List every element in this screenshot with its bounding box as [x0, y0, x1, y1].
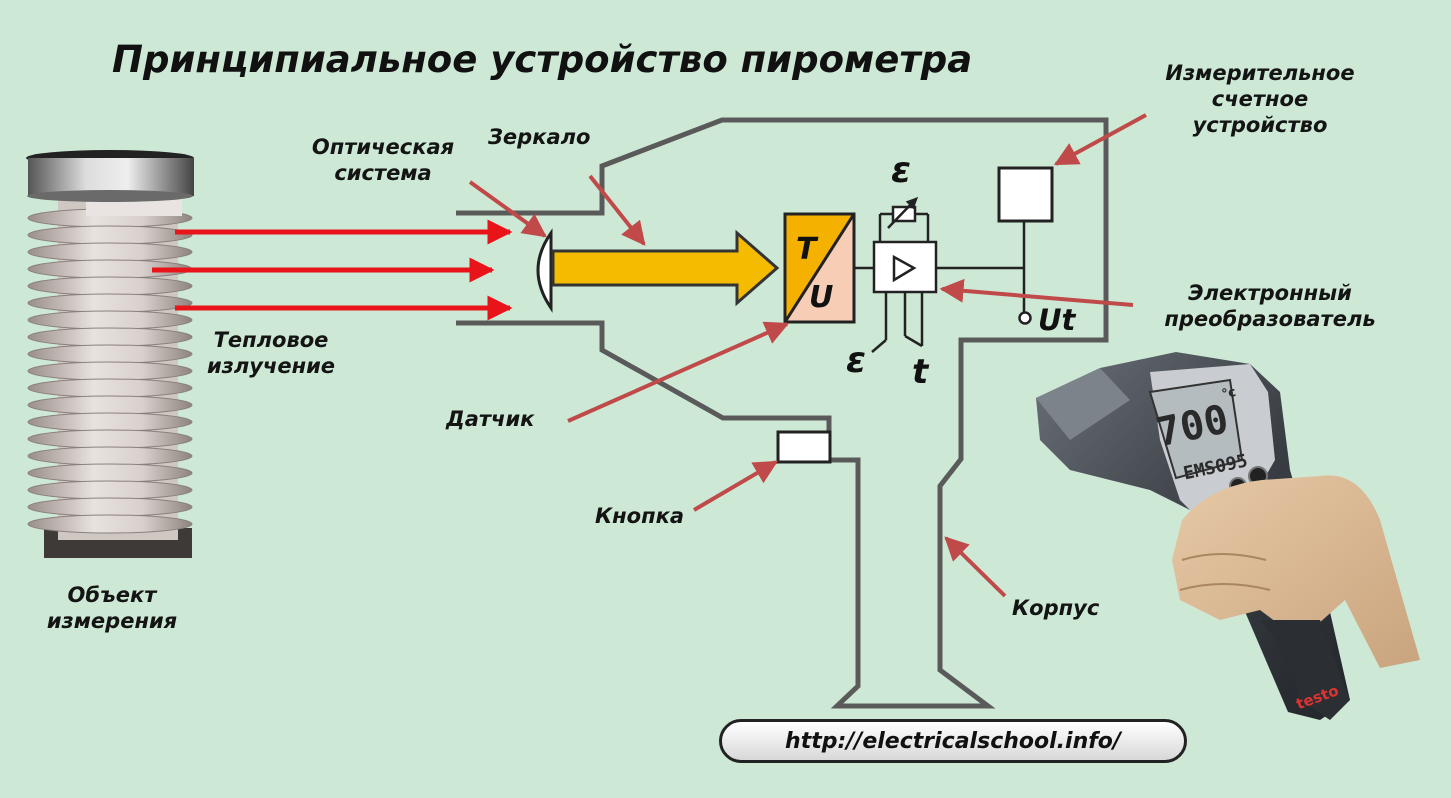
electronic-converter: [854, 196, 1024, 353]
label-optics: Оптическая система: [292, 134, 474, 186]
button-element: [776, 430, 832, 464]
counter-device: [997, 166, 1054, 325]
label-radiation-line2: излучение: [206, 354, 336, 378]
sensor-block: [783, 212, 856, 324]
insulator-rib: [27, 361, 193, 381]
label-counter-line1: Измерительное: [1165, 61, 1355, 85]
label-counter: Измерительное счетное устройство: [1145, 60, 1375, 138]
label-object: Объект измерения: [22, 582, 202, 634]
insulator-rib: [27, 242, 193, 262]
label-counter-line2: счетное: [1211, 87, 1309, 111]
label-mirror: Зеркало: [488, 125, 591, 149]
source-url-badge: http://electricalschool.info/: [719, 719, 1187, 763]
svg-text:°c: °c: [1220, 385, 1237, 403]
insulator-rib: [27, 480, 193, 500]
sensor-symbol-u: U: [809, 280, 834, 315]
label-button: Кнопка: [595, 504, 685, 528]
label-radiation-line1: Тепловое: [213, 328, 329, 352]
insulator-rib: [27, 497, 193, 517]
insulator-rib: [27, 276, 193, 296]
insulator-rib: [27, 225, 193, 245]
label-radiation: Тепловое излучение: [186, 327, 356, 379]
label-converter-line2: преобразователь: [1164, 307, 1376, 331]
insulator-rib: [27, 395, 193, 415]
label-converter-line1: Электронный: [1188, 281, 1352, 305]
insulator-rib: [27, 412, 193, 432]
light-beam-arrow: [551, 229, 780, 307]
housing-outline: [456, 117, 1109, 709]
insulator-rib: [27, 327, 193, 347]
insulator-rib: [27, 344, 193, 364]
symbol-epsilon-top: ε: [891, 150, 912, 191]
insulator-rib: [27, 446, 193, 466]
insulator-rib: [27, 463, 193, 483]
symbol-output-ut: Ut: [1038, 303, 1076, 337]
sensor-symbol-t: T: [796, 232, 817, 267]
insulator-rib: [27, 310, 193, 330]
label-converter: Электронный преобразователь: [1150, 280, 1390, 332]
label-counter-line3: устройство: [1192, 113, 1328, 137]
symbol-epsilon-bottom: ε: [846, 340, 867, 381]
pyrometer-photo-icon: 700 °c EMS095 testo: [1036, 352, 1420, 720]
insulator-rib: [27, 293, 193, 313]
lens-icon: [536, 228, 553, 313]
label-sensor: Датчик: [446, 407, 535, 431]
label-optics-line2: система: [334, 161, 432, 185]
symbol-temperature: t: [912, 352, 929, 392]
insulator-rib: [27, 514, 193, 534]
label-body: Корпус: [1012, 596, 1100, 620]
label-object-line1: Объект: [67, 583, 157, 607]
page-title: Принципиальное устройство пирометра: [112, 38, 973, 81]
pointer-arrows: [468, 113, 1147, 598]
insulator-rib: [27, 429, 193, 449]
amplifier-triangle-icon: [892, 254, 917, 283]
heat-radiation-arrows: [152, 219, 513, 321]
label-object-line2: измерения: [46, 609, 178, 633]
insulator-rib: [27, 378, 193, 398]
insulator-icon: [26, 150, 194, 558]
label-optics-line1: Оптическая: [311, 135, 455, 159]
